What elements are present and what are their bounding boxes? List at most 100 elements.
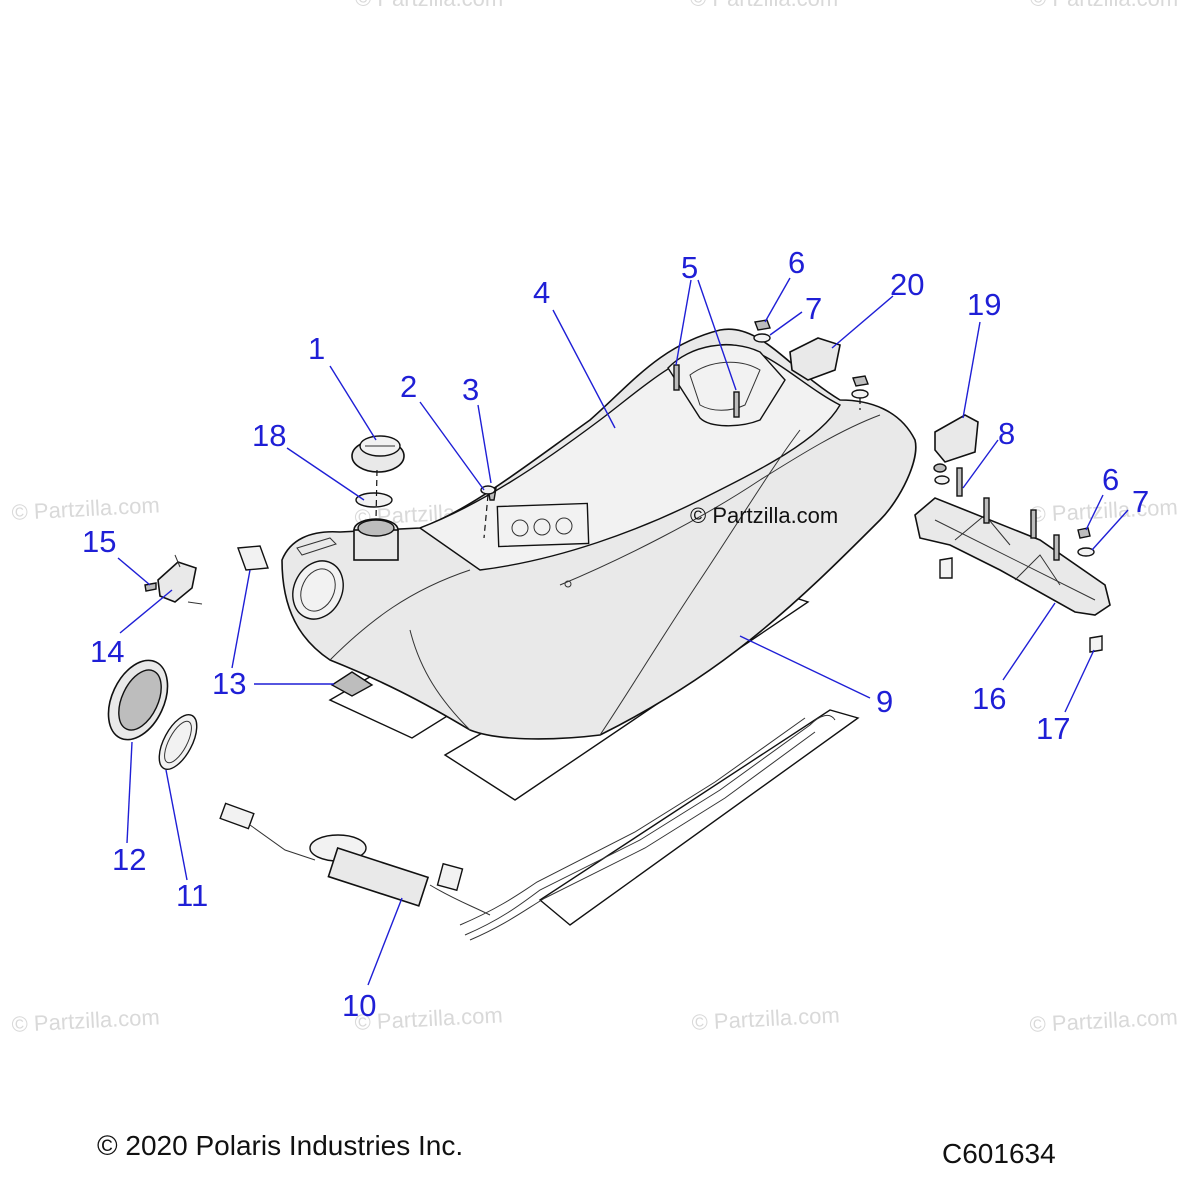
tank-pump-opening (292, 560, 344, 620)
leader-6b (1085, 494, 1104, 531)
nut-top (754, 319, 771, 331)
nut-16 (1077, 527, 1091, 539)
watermark-bottom-1: © Partzilla.com (11, 1004, 160, 1037)
stud-8 (956, 467, 963, 497)
leader-15 (117, 557, 151, 586)
tank-pocket-inner (689, 361, 761, 411)
part-11-seal (158, 714, 198, 770)
fuel-line-b (469, 731, 816, 941)
copyright-text: © 2020 Polaris Industries Inc. (97, 1130, 464, 1161)
watermark-top-2: © Partzilla.com (690, 0, 838, 11)
watermark-bottom-3: © Partzilla.com (691, 1002, 840, 1035)
callout-4: 4 (533, 275, 550, 310)
leader-19 (962, 321, 981, 419)
leader-6a (764, 277, 791, 323)
leader-20 (831, 295, 894, 349)
tank-front-pocket (667, 344, 786, 427)
pump-body (327, 847, 430, 907)
watermark-top-3: © Partzilla.com (1030, 0, 1178, 11)
callout-7b: 7 (1132, 484, 1149, 519)
bracket-stud-3 (1053, 534, 1060, 561)
callout-19: 19 (967, 287, 1001, 322)
leader-17 (1064, 649, 1095, 713)
bracket-detail-3 (1014, 554, 1061, 586)
leader-5a (675, 279, 692, 366)
pump-connector (219, 802, 255, 830)
callout-17: 17 (1036, 711, 1070, 746)
tank-pump-opening-inner (300, 568, 336, 612)
leader-11 (165, 769, 188, 881)
callout-16: 16 (972, 681, 1006, 716)
callout-12: 12 (112, 842, 146, 877)
tank-vent-hole (564, 580, 572, 588)
tank-ridge-2 (599, 429, 801, 736)
bracket-stud-2 (1030, 509, 1037, 539)
tank-label-plate (496, 502, 590, 548)
nut-right-tank (852, 375, 869, 387)
callout-6a: 6 (788, 245, 805, 280)
part-2-3-fasteners (480, 485, 497, 539)
stud-2 (733, 391, 740, 418)
callout-6b: 6 (1102, 462, 1119, 497)
screw-alignment (483, 494, 489, 539)
leader-7b (1091, 509, 1129, 551)
callout-3: 3 (462, 372, 479, 407)
leader-1 (329, 365, 377, 441)
part-11-12-ring-seal (107, 659, 198, 770)
leader-5b (697, 279, 737, 391)
stud-1 (673, 364, 680, 391)
callout-20: 20 (890, 267, 924, 302)
center-watermark: © Partzilla.com (690, 503, 838, 528)
leader-7a (769, 311, 803, 336)
callout-15: 15 (82, 524, 116, 559)
cap-alignment (375, 469, 378, 521)
fuel-line-a (464, 714, 836, 936)
tank-ridge-1 (559, 414, 881, 586)
leader-10 (367, 897, 403, 986)
washer-8b (934, 475, 950, 485)
part-2-grommet (480, 485, 496, 495)
part-20-pad (789, 337, 841, 381)
callout-11: 11 (176, 878, 208, 913)
tank-ridge-3 (329, 569, 471, 661)
part-13-label-upper (237, 545, 269, 571)
callout-10: 10 (342, 988, 376, 1023)
part-19-pad (934, 414, 979, 463)
watermark-right: © Partzilla.com (1029, 494, 1178, 527)
washer-right-tank (851, 389, 869, 399)
part-1-filler-cap (351, 435, 405, 473)
callout-14: 14 (90, 634, 124, 669)
part-6-7-nut-washer-top (753, 319, 869, 410)
leader-8 (962, 439, 999, 489)
part-18-o-ring (355, 492, 393, 508)
part-8-hardware (933, 463, 963, 497)
leader-lines (117, 277, 1129, 986)
tank-ridge-4 (409, 629, 471, 731)
label-circle-2 (533, 518, 551, 536)
part-16-bracket (914, 497, 1111, 616)
part-13-label-lower (330, 671, 374, 697)
watermark-top-1: © Partzilla.com (355, 0, 503, 11)
pump-filter (436, 862, 464, 892)
callout-9: 9 (876, 684, 893, 719)
callout-2: 2 (400, 369, 417, 404)
figure-id: C601634 (942, 1138, 1056, 1169)
watermark-left: © Partzilla.com (11, 492, 160, 525)
bracket-tab (939, 557, 953, 579)
part-4-fuel-tank: © Partzilla.com (281, 328, 917, 740)
leader-9 (739, 635, 871, 699)
leader-2 (419, 401, 485, 491)
tank-vent-fitting (296, 537, 337, 556)
leader-18 (286, 447, 365, 501)
callout-1: 1 (308, 331, 325, 366)
callout-13: 13 (212, 666, 246, 701)
leader-3 (477, 404, 492, 484)
callout-7a: 7 (805, 291, 822, 326)
leader-4 (552, 309, 616, 429)
clip-screw-bottom (187, 601, 203, 605)
callout-5: 5 (681, 250, 698, 285)
part-11-seal-inner (164, 720, 192, 764)
leader-14 (119, 589, 173, 634)
part-14-15-clip (144, 554, 203, 605)
